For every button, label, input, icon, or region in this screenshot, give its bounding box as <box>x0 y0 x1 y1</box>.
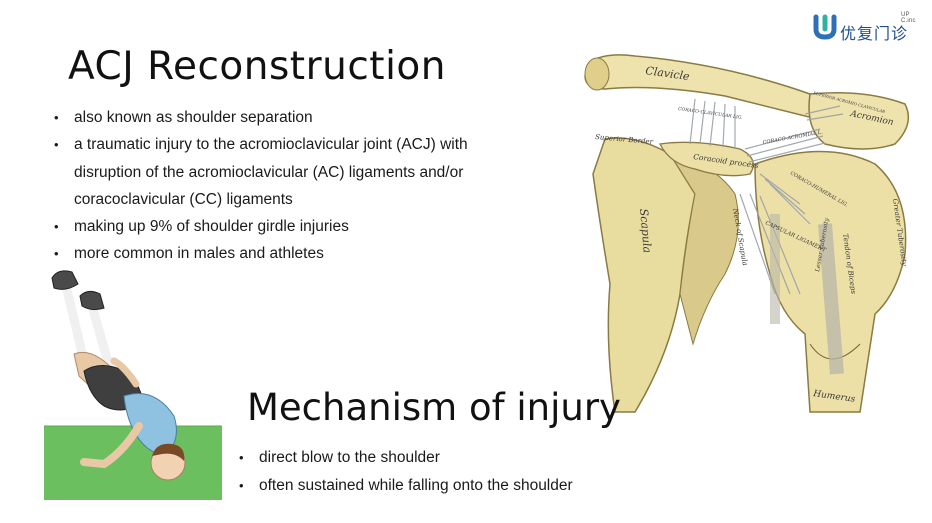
list-item: making up 9% of shoulder girdle injuries <box>54 213 574 241</box>
list-item: more common in males and athletes <box>54 240 574 268</box>
label-clavicle: Clavicle <box>645 64 691 83</box>
scapula-bone <box>592 137 696 413</box>
brand-name: 优复门诊 <box>840 24 909 43</box>
brand-logo-icon <box>813 14 837 40</box>
label-scapula: Scapula <box>637 208 654 253</box>
slide-title: ACJ Reconstruction <box>68 44 446 89</box>
coracoid-bone <box>659 141 754 177</box>
brand-logo: 优复门诊 UP C.inc <box>813 8 923 46</box>
list-item-continued: disruption of the acromioclavicular (AC)… <box>74 163 464 181</box>
list-item-continued: coracoclavicular (CC) ligaments <box>74 190 293 208</box>
label-coraco-clavicular: CORACO-CLAVICULAR LIG. <box>678 106 744 121</box>
list-item: a traumatic injury to the acromioclavicu… <box>54 131 574 159</box>
shoulder-anatomy-illustration: Clavicle Acromion Superior Border Coraco… <box>584 54 910 413</box>
list-item: also known as shoulder separation <box>54 104 574 132</box>
falling-athlete-illustration <box>44 270 222 500</box>
brand-subtext: UP C.inc <box>901 12 916 24</box>
definition-list: also known as shoulder separation a trau… <box>54 104 574 268</box>
list-item: often sustained while falling onto the s… <box>239 472 659 500</box>
mechanism-list: direct blow to the shoulder often sustai… <box>239 444 659 500</box>
list-item: direct blow to the shoulder <box>239 444 659 472</box>
section-title: Mechanism of injury <box>247 386 621 429</box>
